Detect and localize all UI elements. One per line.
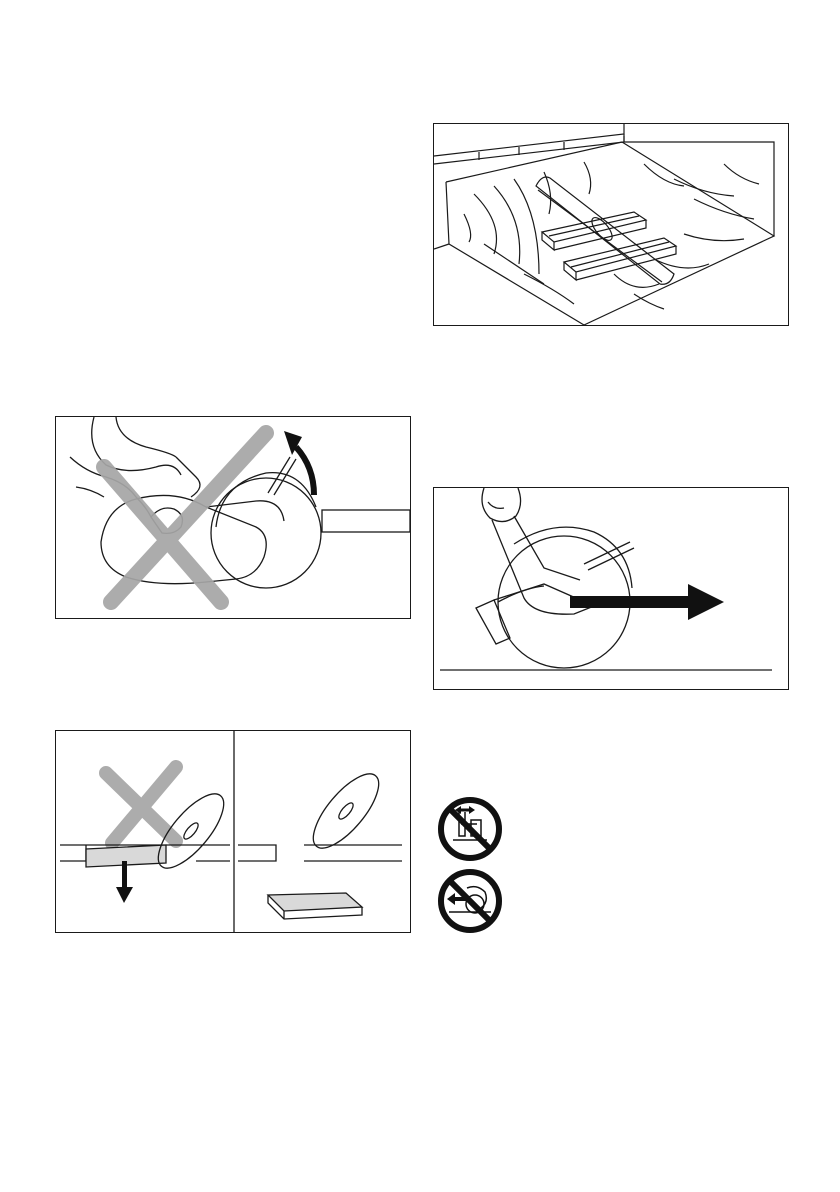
trench-pipe-figure — [433, 123, 789, 326]
kickback-prohibited-figure — [55, 416, 411, 619]
trench-pipe-illustration — [434, 124, 788, 325]
forward-cut-illustration — [434, 488, 788, 689]
falling-workpiece-illustration — [56, 731, 410, 932]
kickback-illustration — [56, 417, 410, 618]
no-side-pressure-prohibition-icon — [437, 796, 503, 862]
falling-workpiece-figure — [55, 730, 411, 933]
forward-cut-figure — [433, 487, 789, 690]
no-backward-cutting-prohibition-icon — [437, 868, 503, 934]
